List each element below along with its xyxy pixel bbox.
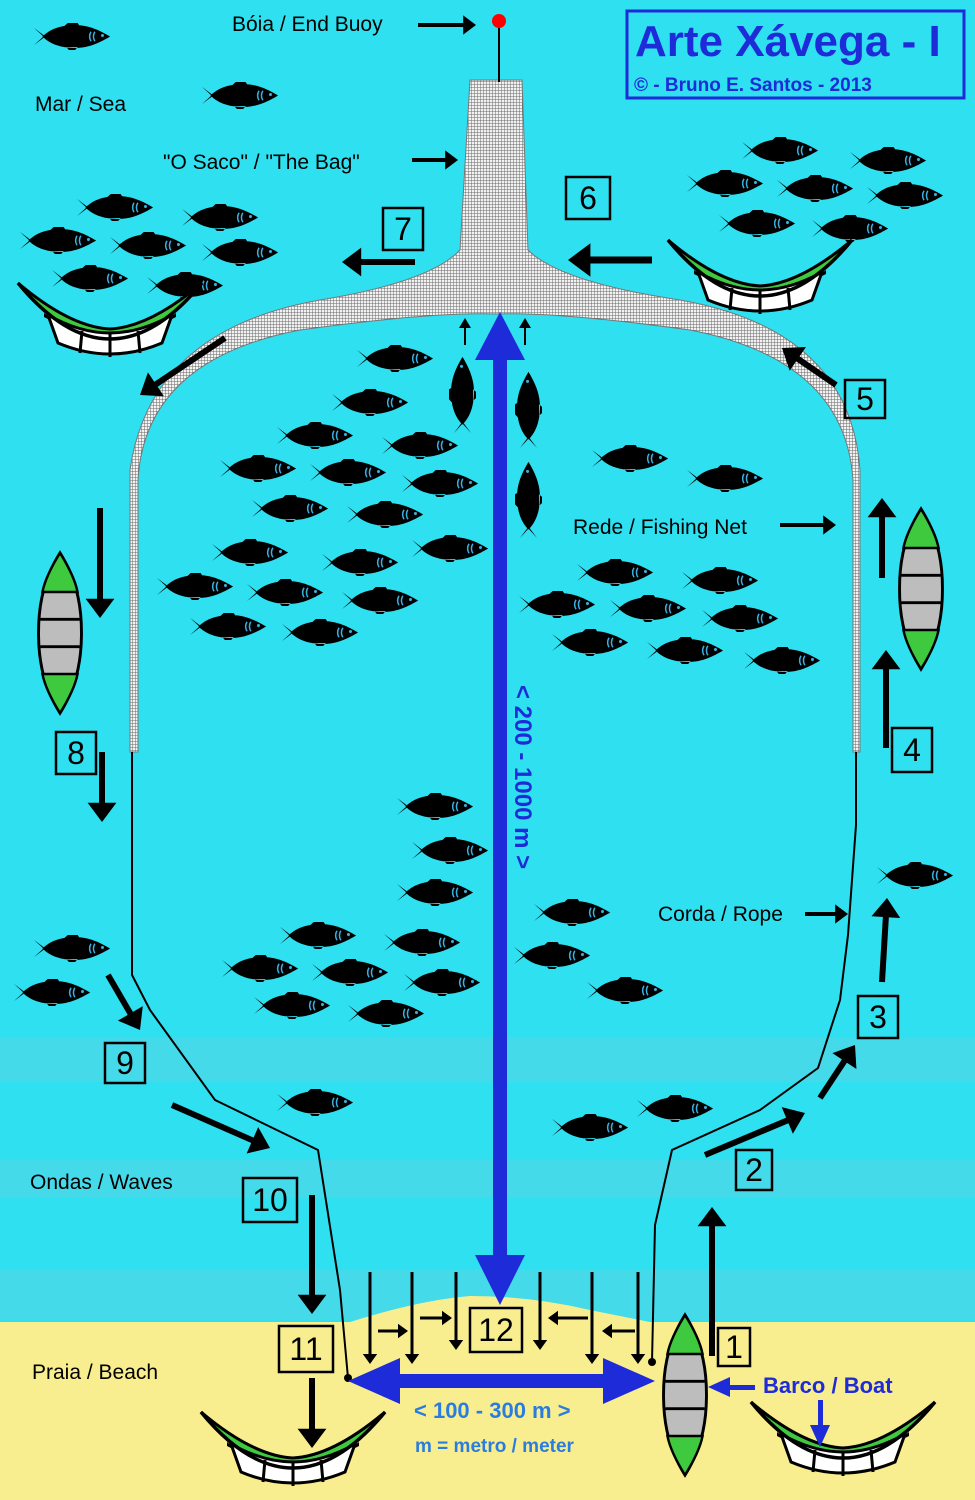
step-box: 2 xyxy=(734,1148,774,1192)
step-number: 3 xyxy=(869,999,887,1035)
end-buoy-label: Bóia / End Buoy xyxy=(232,13,383,36)
arrow-icon xyxy=(817,1045,857,1100)
step-box: 3 xyxy=(856,994,900,1040)
step-number: 5 xyxy=(856,381,874,417)
rope-end xyxy=(344,1374,352,1382)
arrow-icon xyxy=(170,1102,270,1154)
rope-right xyxy=(651,752,857,1363)
step-box: 8 xyxy=(54,730,98,776)
rope-end xyxy=(648,1358,656,1366)
rope-label: Corda / Rope xyxy=(658,903,783,926)
arrow-icon xyxy=(548,1310,588,1326)
copyright: © - Bruno E. Santos - 2013 xyxy=(634,75,872,96)
step-number: 8 xyxy=(67,735,85,771)
step-box: 6 xyxy=(564,175,612,221)
waves-band xyxy=(0,1038,975,1082)
step-box: 11 xyxy=(277,1324,335,1374)
arrow-icon xyxy=(404,1272,420,1364)
sea-label: Mar / Sea xyxy=(35,93,126,116)
step-box: 9 xyxy=(103,1041,147,1085)
arrow-icon xyxy=(780,515,836,535)
arrow-icon xyxy=(418,15,476,35)
arrow-icon xyxy=(871,650,901,748)
arrow-icon xyxy=(412,150,458,170)
arrow-icon xyxy=(105,973,143,1030)
arrow-icon xyxy=(703,1107,805,1158)
net-label: Rede / Fishing Net xyxy=(573,516,747,539)
arrow-icon xyxy=(697,1207,727,1356)
arrow-icon xyxy=(584,1272,600,1364)
arrow-icon xyxy=(362,1272,378,1364)
arrow-icon xyxy=(140,335,227,397)
step-box: 10 xyxy=(241,1176,299,1224)
title-box xyxy=(625,9,966,100)
step-number: 7 xyxy=(394,211,412,247)
step-box: 7 xyxy=(381,206,425,252)
arrow-icon xyxy=(459,318,471,345)
length-label: < 200 - 1000 m > xyxy=(509,685,536,869)
waves-label: Ondas / Waves xyxy=(30,1171,173,1194)
arrow-icon xyxy=(532,1272,548,1350)
buoy-icon xyxy=(492,14,506,28)
step-number: 12 xyxy=(478,1312,514,1348)
arrow-icon xyxy=(782,346,838,388)
arrow-icon xyxy=(871,898,901,983)
step-box: 4 xyxy=(890,726,934,774)
arrow-icon xyxy=(420,1310,452,1326)
step-number: 11 xyxy=(289,1331,322,1367)
arrow-icon xyxy=(87,752,117,822)
boat-pointer-arrows xyxy=(708,1377,830,1447)
step-number: 9 xyxy=(116,1045,134,1081)
movement-arrows xyxy=(85,15,901,1448)
step-box: 5 xyxy=(843,378,887,420)
title: Arte Xávega - I xyxy=(635,17,941,66)
arrow-icon xyxy=(448,1272,464,1350)
arrow-icon xyxy=(342,247,415,277)
width-dimension xyxy=(348,1358,655,1404)
arrow-icon xyxy=(630,1272,646,1364)
boat-label: Barco / Boat xyxy=(763,1373,893,1398)
step-number: 6 xyxy=(579,180,597,216)
step-number: 2 xyxy=(745,1152,763,1188)
unit-label: m = metro / meter xyxy=(415,1436,575,1457)
step-number: 4 xyxy=(903,732,921,768)
beach-label: Praia / Beach xyxy=(32,1361,158,1384)
length-dimension xyxy=(475,312,525,1305)
step-number: 10 xyxy=(252,1182,288,1218)
arrow-icon xyxy=(519,318,531,345)
step-number: 1 xyxy=(725,1329,743,1365)
waves-band xyxy=(0,1160,975,1198)
arrow-icon xyxy=(378,1323,408,1339)
arrow-icon xyxy=(568,243,652,277)
arrow-icon xyxy=(297,1378,327,1448)
arrow-icon xyxy=(85,508,115,618)
arrow-icon xyxy=(602,1323,635,1339)
arrow-icon xyxy=(867,498,897,578)
arrow-icon xyxy=(805,904,848,924)
arrow-icon xyxy=(297,1195,327,1314)
rope-left xyxy=(131,752,349,1379)
step-box: 1 xyxy=(716,1326,752,1368)
bag-label: "O Saco" / "The Bag" xyxy=(163,151,360,174)
step-box: 12 xyxy=(468,1306,524,1354)
width-label: < 100 - 300 m > xyxy=(414,1398,571,1423)
